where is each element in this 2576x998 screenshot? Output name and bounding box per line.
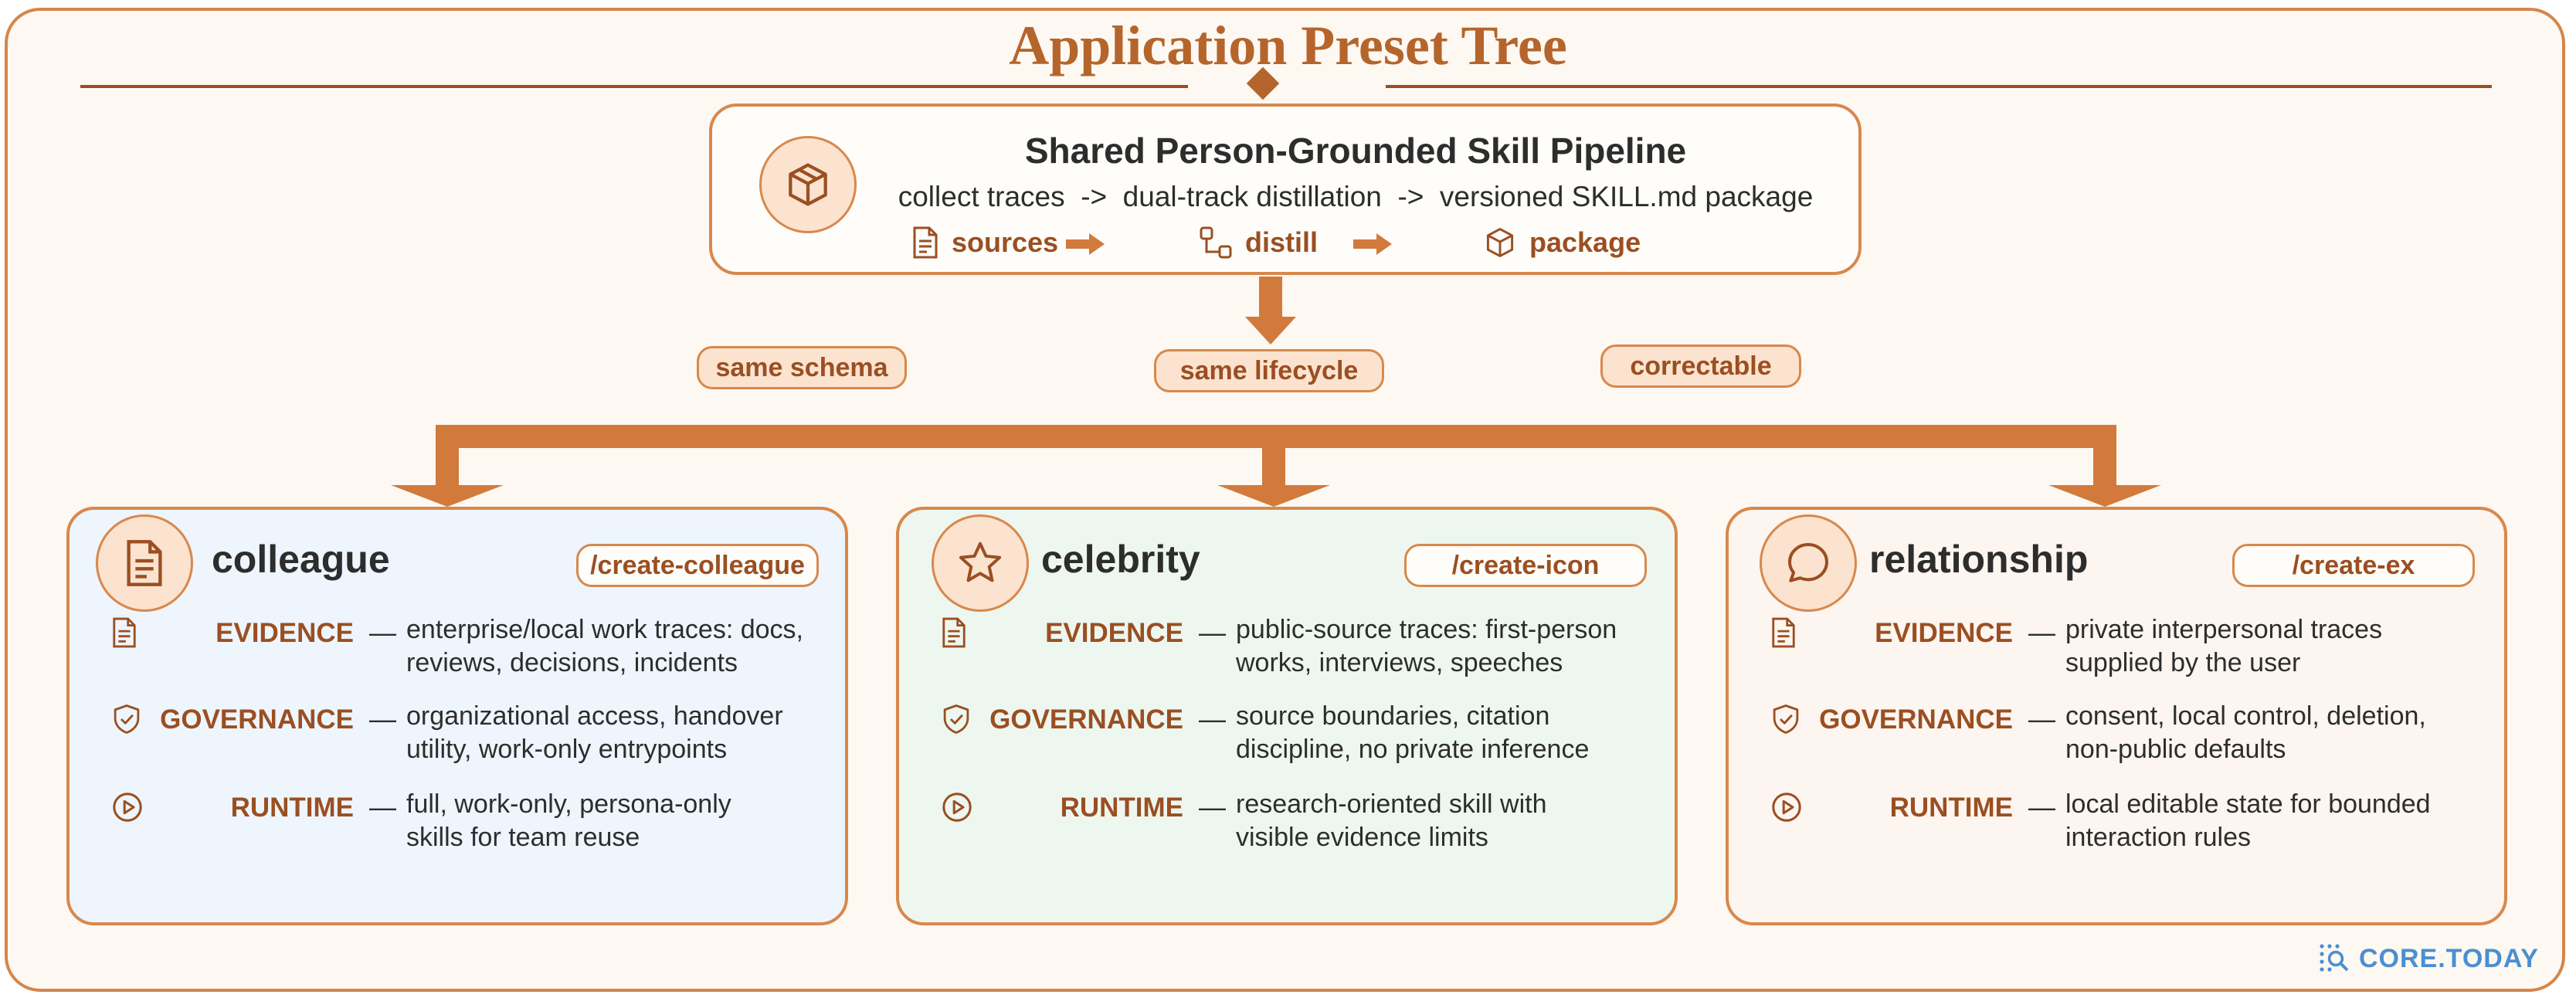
row-label-runtime: RUNTIME <box>1060 793 1183 823</box>
row-label-runtime: RUNTIME <box>1889 793 2013 823</box>
create-icon-command[interactable]: /create-icon <box>1404 544 1647 587</box>
row-text-evidence: enterprise/local work traces: docs, revie… <box>406 613 839 680</box>
property-badge: same schema <box>697 346 907 389</box>
title-rule-left <box>80 85 1188 88</box>
document-icon <box>913 226 938 259</box>
property-badge: correctable <box>1600 345 1801 388</box>
row-text-runtime: research-oriented skill with visible evid… <box>1236 788 1668 854</box>
row-text-line: discipline, no private inference <box>1236 735 1590 764</box>
pipeline-title: Shared Person-Grounded Skill Pipeline <box>1024 131 1687 171</box>
row-text-runtime: local editable state for bounded interact… <box>2065 788 2498 854</box>
chat-bubble-icon <box>1760 514 1857 612</box>
play-circle-icon <box>111 791 144 827</box>
nodes-icon <box>1200 226 1232 259</box>
row-text-evidence: public-source traces: first-person works,… <box>1236 613 1668 680</box>
row-label-governance: GOVERNANCE <box>1819 704 2013 735</box>
create-ex-command[interactable]: /create-ex <box>2232 544 2475 587</box>
pipeline-flow: collect traces -> dual-track distillatio… <box>898 181 1814 212</box>
row-text-line: research-oriented skill with <box>1236 789 1547 819</box>
row-dash: — <box>1199 793 1226 823</box>
row-text-line: visible evidence limits <box>1236 823 1488 852</box>
row-text-line: enterprise/local work traces: docs, <box>406 615 803 644</box>
row-text-line: reviews, decisions, incidents <box>406 648 738 677</box>
row-text-line: works, interviews, speeches <box>1236 648 1563 677</box>
package-icon <box>759 136 857 233</box>
row-text-line: utility, work-only entrypoints <box>406 735 728 764</box>
brand-logo: CORE.TODAY <box>2317 942 2539 976</box>
row-text-line: interaction rules <box>2065 823 2252 852</box>
play-circle-icon <box>1770 791 1803 827</box>
shield-check-icon <box>941 703 972 739</box>
document-icon <box>96 514 193 612</box>
pipeline-step-package: package <box>1483 226 1641 260</box>
step-arrow-icon <box>1353 233 1392 255</box>
row-dash: — <box>2028 793 2055 823</box>
pipeline-step-distill: distill <box>1199 226 1318 260</box>
document-icon <box>1770 616 1797 653</box>
row-text-line: supplied by the user <box>2065 648 2301 677</box>
play-circle-icon <box>941 791 973 827</box>
pipeline-box <box>709 104 1862 275</box>
row-dash: — <box>369 704 396 735</box>
create-colleague-command[interactable]: /create-colleague <box>576 544 819 587</box>
row-text-line: source boundaries, citation <box>1236 701 1550 731</box>
row-dash: — <box>369 618 396 648</box>
title-rule-right <box>1386 85 2492 88</box>
package-icon <box>1486 228 1514 257</box>
row-text-line: consent, local control, deletion, <box>2065 701 2426 731</box>
row-text-line: public-source traces: first-person <box>1236 615 1617 644</box>
pipeline-step-label: sources <box>952 226 1059 258</box>
row-label-evidence: EVIDENCE <box>216 618 354 648</box>
row-text-line: local editable state for bounded <box>2065 789 2431 819</box>
row-label-evidence: EVIDENCE <box>1045 618 1183 648</box>
row-label-evidence: EVIDENCE <box>1875 618 2013 648</box>
preset-name: celebrity <box>1041 538 1200 581</box>
row-label-governance: GOVERNANCE <box>160 704 354 735</box>
row-text-governance: source boundaries, citation discipline, n… <box>1236 700 1668 766</box>
row-dash: — <box>2028 704 2055 735</box>
row-label-governance: GOVERNANCE <box>989 704 1183 735</box>
row-label-runtime: RUNTIME <box>230 793 354 823</box>
row-text-line: non-public defaults <box>2065 735 2286 764</box>
step-arrow-icon <box>1066 233 1105 255</box>
document-icon <box>941 616 967 653</box>
row-text-line: skills for team reuse <box>406 823 640 852</box>
row-dash: — <box>2028 618 2055 648</box>
pipeline-step-label: package <box>1529 226 1641 258</box>
row-text-line: private interpersonal traces <box>2065 615 2383 644</box>
row-text-line: full, work-only, persona-only <box>406 789 731 819</box>
row-dash: — <box>1199 618 1226 648</box>
row-text-governance: consent, local control, deletion, non-pub… <box>2065 700 2498 766</box>
grid-magnifier-icon <box>2320 944 2349 972</box>
row-dash: — <box>1199 704 1226 735</box>
property-badge: same lifecycle <box>1154 349 1384 392</box>
star-icon <box>932 514 1029 612</box>
row-text-evidence: private interpersonal traces supplied by … <box>2065 613 2498 680</box>
brand-name: CORE.TODAY <box>2359 943 2539 973</box>
shield-check-icon <box>111 703 142 739</box>
preset-name: colleague <box>212 538 390 581</box>
diagram-title: Application Preset Tree <box>1009 15 1567 76</box>
row-text-runtime: full, work-only, persona-only skills for … <box>406 788 839 854</box>
document-icon <box>111 616 137 653</box>
shield-check-icon <box>1770 703 1801 739</box>
pipeline-step-sources: sources <box>911 226 1058 260</box>
row-dash: — <box>369 793 396 823</box>
row-text-governance: organizational access, handover utility, … <box>406 700 839 766</box>
preset-name: relationship <box>1869 538 2089 581</box>
pipeline-step-label: distill <box>1245 226 1319 258</box>
row-text-line: organizational access, handover <box>406 701 783 731</box>
